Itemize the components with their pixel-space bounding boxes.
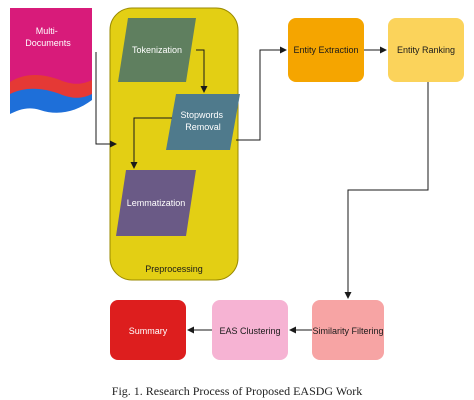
summary-node: Summary <box>110 300 186 360</box>
entity-extraction-shape <box>288 18 364 82</box>
tokenization-node: Tokenization <box>118 18 196 82</box>
tokenization-label: Tokenization <box>132 45 182 55</box>
entity-ranking-node: Entity Ranking <box>388 18 464 82</box>
connectors <box>95 46 429 334</box>
preprocessing-label: Preprocessing <box>145 264 203 274</box>
entity-ranking-shape <box>388 18 464 82</box>
entity-extraction-node: Entity Extraction <box>288 18 364 82</box>
multi-documents-line-1: Multi- <box>36 26 58 36</box>
arrow-ranking-to-similarity <box>344 82 429 299</box>
arrow-tokenization-to-stopwords <box>196 49 208 93</box>
stopwords-removal-node: Stopwords Removal <box>166 94 240 150</box>
arrow-documents-to-preprocessing <box>95 52 117 148</box>
lemmatization-node: Lemmatization <box>116 170 196 236</box>
tokenization-shape <box>118 18 196 82</box>
figure-caption: Fig. 1. Research Process of Proposed EAS… <box>111 384 363 398</box>
stopwords-removal-label: Stopwords Removal <box>180 110 225 132</box>
document-wave-blue <box>10 88 92 114</box>
multi-documents-label: Multi- Documents <box>25 26 71 48</box>
similarity-filtering-shape <box>312 300 384 360</box>
summary-shape <box>110 300 186 360</box>
arrow-stopwords-to-entity-extraction <box>236 46 287 141</box>
multi-documents-line-2: Documents <box>25 38 71 48</box>
stopwords-removal-line-1: Stopwords <box>180 110 223 120</box>
eas-clustering-label: EAS Clustering <box>219 326 280 336</box>
multi-documents-node: Multi- Documents <box>10 8 92 114</box>
entity-ranking-label: Entity Ranking <box>397 45 455 55</box>
lemmatization-shape <box>116 170 196 236</box>
entity-extraction-label: Entity Extraction <box>293 45 358 55</box>
stopwords-removal-line-2: Removal <box>185 122 221 132</box>
similarity-filtering-node: Similarity Filtering <box>312 300 384 360</box>
lemmatization-label: Lemmatization <box>127 198 186 208</box>
eas-clustering-node: EAS Clustering <box>212 300 288 360</box>
eas-clustering-shape <box>212 300 288 360</box>
stopwords-removal-shape <box>166 94 240 150</box>
summary-label: Summary <box>129 326 168 336</box>
arrow-stopwords-to-lemmatization <box>130 117 172 169</box>
similarity-filtering-label: Similarity Filtering <box>312 326 383 336</box>
